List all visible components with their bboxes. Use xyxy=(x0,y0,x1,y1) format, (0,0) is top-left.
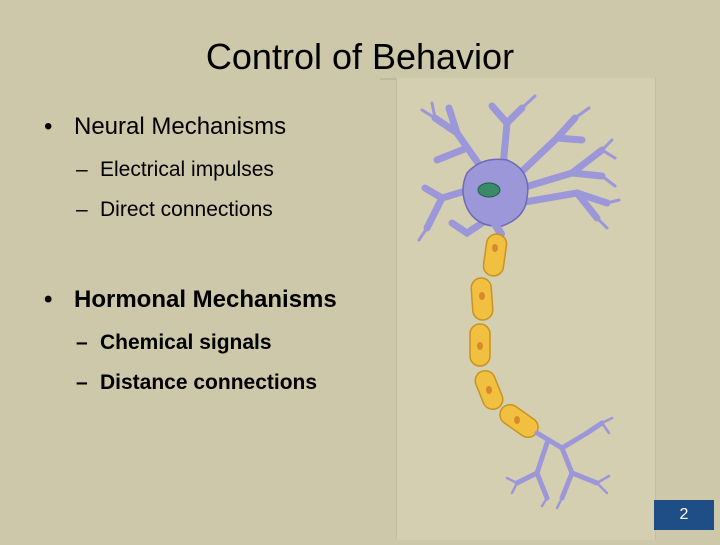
myelin-sheaths xyxy=(469,233,539,439)
dash: – xyxy=(76,198,88,221)
subitem-label: Direct connections xyxy=(100,198,273,221)
slide-title: Control of Behavior xyxy=(205,36,515,77)
neuron-illustration-panel xyxy=(396,78,656,540)
subitem-label: Chemical signals xyxy=(100,331,272,354)
subitem-electrical-impulses: –Electrical impulses xyxy=(76,156,274,184)
dash: – xyxy=(76,158,88,181)
schwann-nuclei xyxy=(477,244,520,424)
bullet-dot: • xyxy=(44,286,53,313)
fine-dendrites xyxy=(417,94,621,242)
subitem-label: Electrical impulses xyxy=(100,158,274,181)
nucleus xyxy=(477,182,501,198)
dash: – xyxy=(76,331,88,354)
axon-terminals xyxy=(514,420,605,501)
bullet-dot: • xyxy=(44,113,53,140)
dash: – xyxy=(76,371,88,394)
subitem-distance-connections: –Distance connections xyxy=(76,369,317,397)
neuron-illustration xyxy=(417,94,621,510)
bullet-label: Neural Mechanisms xyxy=(74,113,287,140)
page-number-badge: 2 xyxy=(654,500,714,530)
axon-hillock xyxy=(491,220,505,238)
bullet-label: Hormonal Mechanisms xyxy=(74,286,337,313)
subitem-label: Distance connections xyxy=(100,371,318,394)
subitem-chemical-signals: –Chemical signals xyxy=(76,329,272,357)
bullet-hormonal-mechanisms: • Hormonal Mechanisms xyxy=(44,285,337,315)
subitem-direct-connections: –Direct connections xyxy=(76,196,273,224)
bullet-neural-mechanisms: • Neural Mechanisms xyxy=(44,112,286,142)
terminal-buttons xyxy=(505,416,614,510)
